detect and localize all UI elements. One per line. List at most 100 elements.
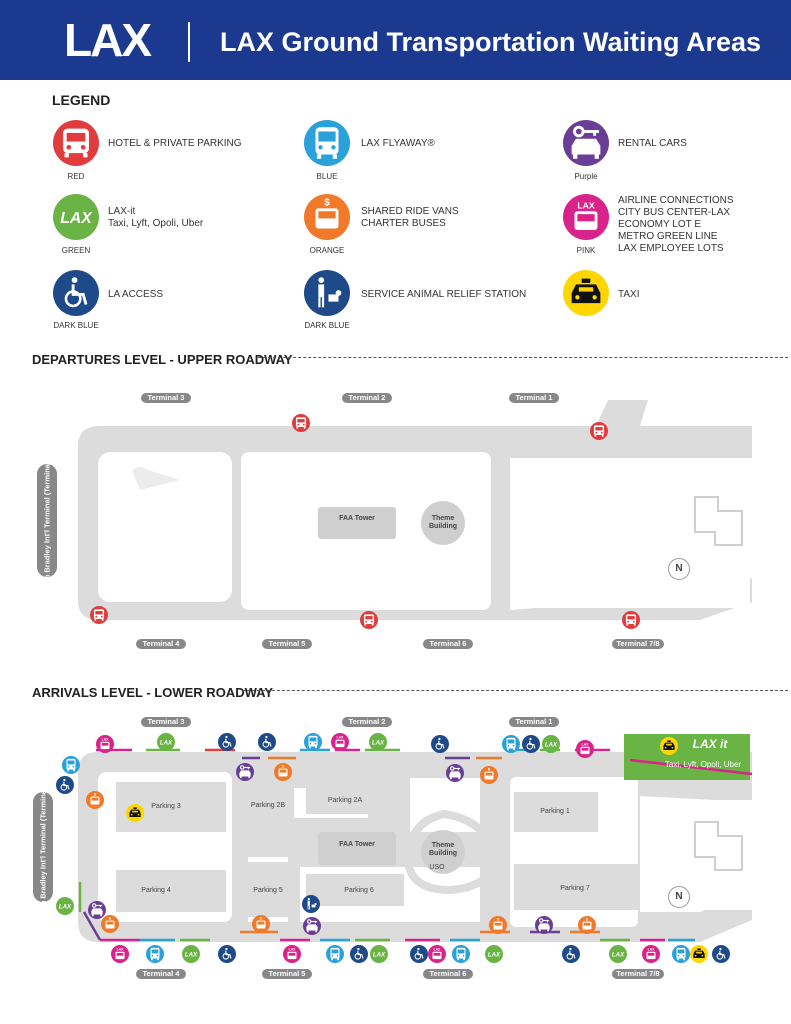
svg-text:LAX: LAX bbox=[185, 951, 198, 958]
legend-label: SERVICE ANIMAL RELIEF STATION bbox=[361, 289, 526, 301]
arrivals-bradley-label: Tom Bradley Int'l Terminal (Terminal B) bbox=[33, 778, 53, 916]
wheelchair-icon bbox=[522, 735, 540, 753]
shared-van-icon: $ bbox=[86, 791, 104, 809]
flyaway-bus-icon bbox=[452, 945, 470, 963]
arrivals-terminal-label: Terminal 4 bbox=[136, 969, 186, 979]
arrivals-terminal-label: Terminal 6 bbox=[423, 969, 473, 979]
svg-text:$: $ bbox=[488, 767, 491, 772]
departures-bradley-label: Tom Bradley Int'l Terminal (Terminal B) bbox=[37, 451, 57, 590]
wheelchair-icon bbox=[53, 270, 99, 316]
bus-icon bbox=[53, 120, 99, 166]
wheelchair-icon bbox=[218, 733, 236, 751]
parking-label: Parking 1 bbox=[540, 808, 570, 815]
north-arrow-icon: N bbox=[668, 558, 690, 580]
svg-text:LAX: LAX bbox=[117, 948, 124, 952]
legend-label-line: LAX EMPLOYEE LOTS bbox=[618, 243, 724, 254]
arrivals-terminal-label: Terminal 1 bbox=[509, 717, 559, 727]
flyaway-bus-icon bbox=[502, 735, 520, 753]
flyaway-bus-icon bbox=[62, 756, 80, 774]
theme-building-label: Theme Building bbox=[429, 515, 457, 530]
shared-van-icon: $ bbox=[304, 194, 350, 240]
shared-van-icon: $ bbox=[252, 915, 270, 933]
bus-icon bbox=[90, 606, 108, 624]
legend-label-line: SHARED RIDE VANS bbox=[361, 206, 459, 217]
departures-title: DEPARTURES LEVEL - UPPER ROADWAY bbox=[32, 352, 293, 367]
legend-label-line: Taxi, Lyft, Opoli, Uber bbox=[108, 218, 204, 229]
bradley-text: Tom Bradley Int'l Terminal (Terminal B) bbox=[42, 451, 52, 590]
lax-shuttle-icon: LAX bbox=[563, 194, 609, 240]
lax-shuttle-icon: LAX bbox=[576, 740, 594, 758]
lax-it-icon: LAX bbox=[609, 945, 627, 963]
svg-text:LAX: LAX bbox=[582, 743, 589, 747]
section-divider bbox=[258, 357, 788, 358]
legend-label-line: CITY BUS CENTER-LAX bbox=[618, 207, 731, 218]
wheelchair-icon bbox=[218, 945, 236, 963]
parking-label: Parking 2A bbox=[327, 797, 363, 804]
page-title: LAX Ground Transportation Waiting Areas bbox=[220, 27, 762, 57]
service-animal-icon bbox=[302, 895, 320, 913]
bus-icon bbox=[622, 611, 640, 629]
theme-building-label: Theme Building bbox=[429, 842, 457, 857]
rental-car-icon bbox=[535, 916, 553, 934]
departures-terminal-label: Terminal 3 bbox=[141, 393, 191, 403]
north-arrow-icon: N bbox=[668, 886, 690, 908]
svg-text:LAX: LAX bbox=[60, 210, 93, 227]
departures-terminal-label: Terminal 5 bbox=[262, 639, 312, 649]
legend-label: RENTAL CARS bbox=[618, 138, 687, 150]
lax-it-icon: LAX bbox=[157, 733, 175, 751]
legend-label-line: RENTAL CARS bbox=[618, 138, 687, 149]
flyaway-bus-icon bbox=[304, 120, 350, 166]
parking-label: Parking 3 bbox=[151, 803, 181, 810]
wheelchair-icon bbox=[562, 945, 580, 963]
legend-label-line: LA ACCESS bbox=[108, 289, 164, 300]
departures-terminal-label: Terminal 7/8 bbox=[612, 639, 664, 649]
shared-van-icon: $ bbox=[578, 916, 596, 934]
legend-label-line: AIRLINE CONNECTIONS bbox=[618, 195, 734, 206]
lax-it-area-label: Taxi, Lyft, Opoli, Uber bbox=[664, 760, 742, 769]
wheelchair-icon bbox=[410, 945, 428, 963]
parking-label: Parking 4 bbox=[141, 887, 171, 894]
lax-it-icon: LAX bbox=[53, 194, 99, 240]
svg-text:LAX: LAX bbox=[372, 739, 385, 746]
arrivals-title: ARRIVALS LEVEL - LOWER ROADWAY bbox=[32, 685, 273, 700]
svg-text:LAX: LAX bbox=[337, 736, 344, 740]
flyaway-bus-icon bbox=[672, 945, 690, 963]
arrivals-terminal-label: Terminal 5 bbox=[262, 969, 312, 979]
lax-it-logo: LAX it bbox=[692, 737, 728, 751]
legend-color-name: GREEN bbox=[61, 246, 91, 255]
flyaway-bus-icon bbox=[304, 733, 322, 751]
rental-car-icon bbox=[236, 763, 254, 781]
svg-text:LAX: LAX bbox=[434, 948, 441, 952]
svg-text:LAX: LAX bbox=[160, 739, 173, 746]
bus-icon bbox=[360, 611, 378, 629]
arrivals-map: Terminal 3 Terminal 2 Terminal 1 Termina… bbox=[0, 712, 791, 1024]
taxi-icon bbox=[126, 804, 144, 822]
lax-it-icon: LAX bbox=[369, 733, 387, 751]
svg-text:LAX: LAX bbox=[373, 951, 386, 958]
lax-shuttle-icon: LAX bbox=[111, 945, 129, 963]
svg-text:LAX: LAX bbox=[488, 951, 501, 958]
svg-text:$: $ bbox=[94, 792, 97, 797]
svg-text:LAX: LAX bbox=[59, 903, 72, 910]
lax-shuttle-icon: LAX bbox=[283, 945, 301, 963]
arrivals-roadway bbox=[78, 734, 753, 942]
lax-logo: LAX bbox=[64, 14, 152, 66]
rental-car-icon bbox=[446, 764, 464, 782]
legend-label-line: HOTEL & PRIVATE PARKING bbox=[108, 138, 242, 149]
section-divider bbox=[242, 690, 788, 691]
uso-label: USO bbox=[429, 864, 445, 871]
arrivals-terminal-label: Terminal 2 bbox=[342, 717, 392, 727]
faa-tower-label: FAA Tower bbox=[339, 515, 375, 522]
departures-map: Terminal 3 Terminal 2 Terminal 1 Termina… bbox=[0, 380, 791, 660]
svg-text:LAX: LAX bbox=[102, 738, 109, 742]
departures-terminal-label: Terminal 4 bbox=[136, 639, 186, 649]
legend-label-line: LAX-it bbox=[108, 206, 136, 217]
wheelchair-icon bbox=[56, 776, 74, 794]
svg-text:LAX: LAX bbox=[577, 200, 594, 210]
wheelchair-icon bbox=[350, 945, 368, 963]
taxi-icon bbox=[690, 945, 708, 963]
legend-color-name: ORANGE bbox=[309, 246, 345, 255]
lax-it-icon: LAX bbox=[182, 945, 200, 963]
